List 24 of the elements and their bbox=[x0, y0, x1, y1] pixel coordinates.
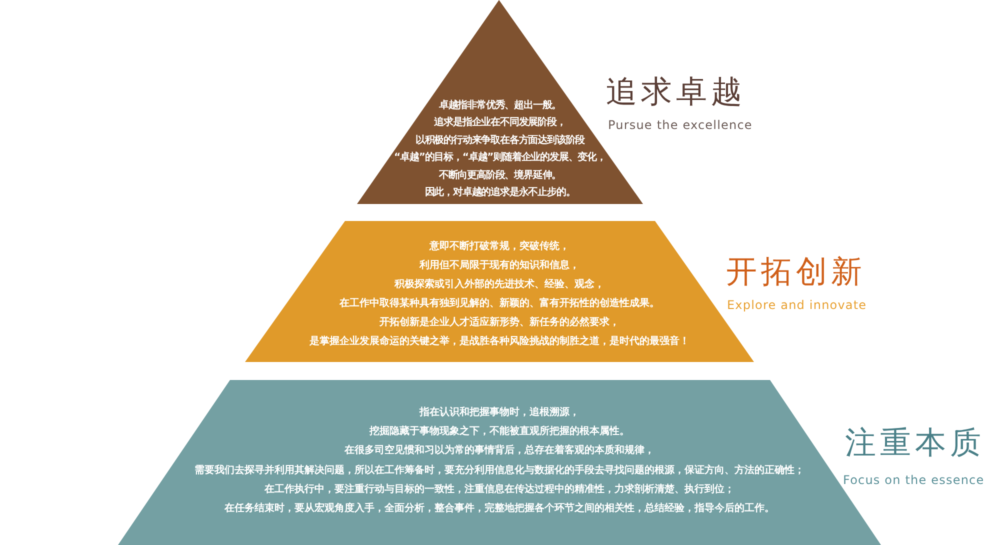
body-text-line: “卓越”的目标，“卓越”则随着企业的发展、变化， bbox=[394, 152, 606, 164]
body-text-line: 在工作执行中，要注重行动与目标的一致性，注重信息在传达过程中的精准性，力求剖析清楚、执行到位； bbox=[264, 484, 734, 496]
section-heading: 注重本质 bbox=[845, 425, 985, 461]
body-text-line: 以积极的行动来争取在各方面达到该阶段 bbox=[415, 134, 585, 147]
body-text-line: 利用但不局限于现有的知识和信息， bbox=[420, 260, 580, 272]
body-text-line: 指在认识和把握事物时，追根溯源， bbox=[420, 407, 580, 419]
section-heading: 追求卓越 bbox=[606, 74, 746, 110]
section-subtitle: Focus on the essence bbox=[843, 472, 984, 488]
section-subtitle: Explore and innovate bbox=[727, 297, 867, 313]
body-text-line: 挖掘隐藏于事物现象之下，不能被直观所把握的根本属性。 bbox=[370, 426, 630, 438]
body-text-line: 追求是指企业在不同发展阶段， bbox=[434, 117, 566, 130]
section-subtitle: Pursue the excellence bbox=[608, 117, 752, 133]
body-text-line: 意即不断打破常规，突破传统， bbox=[430, 241, 570, 253]
body-text-line: 在任务结束时，要从宏观角度入手，全面分析，整合事件，完整地把握各个环节之间的相关性，总结经验，指导今后的工作。 bbox=[224, 503, 774, 515]
body-text-line: 在很多司空见惯和习以为常的事情背后，总存在着客观的本质和规律， bbox=[344, 445, 654, 458]
body-text-line: 积极探索或引入外部的先进技术、经验、观念， bbox=[394, 279, 604, 291]
body-text-line: 卓越指非常优秀、超出一般。 bbox=[438, 100, 562, 112]
body-text-line: 不断向更高阶段、境界延伸。 bbox=[438, 170, 562, 182]
body-text-line: 开拓创新是企业人才适应新形势、新任务的必然要求， bbox=[380, 317, 620, 329]
body-text-line: 在工作中取得某种具有独到见解的、新颖的、富有开拓性的创造性成果。 bbox=[340, 298, 660, 310]
body-text-line: 需要我们去探寻并利用其解决问题，所以在工作筹备时，要充分利用信息化与数据化的手段去寻找问题的根源，保证方向、方法的正确性； bbox=[194, 464, 804, 477]
section-heading: 开拓创新 bbox=[726, 254, 866, 290]
body-text-line: 是掌握企业发展命运的关键之举，是战胜各种风险挑战的制胜之道，是时代的最强音！ bbox=[310, 336, 690, 348]
body-text-line: 因此，对卓越的追求是永不止步的。 bbox=[424, 187, 576, 199]
